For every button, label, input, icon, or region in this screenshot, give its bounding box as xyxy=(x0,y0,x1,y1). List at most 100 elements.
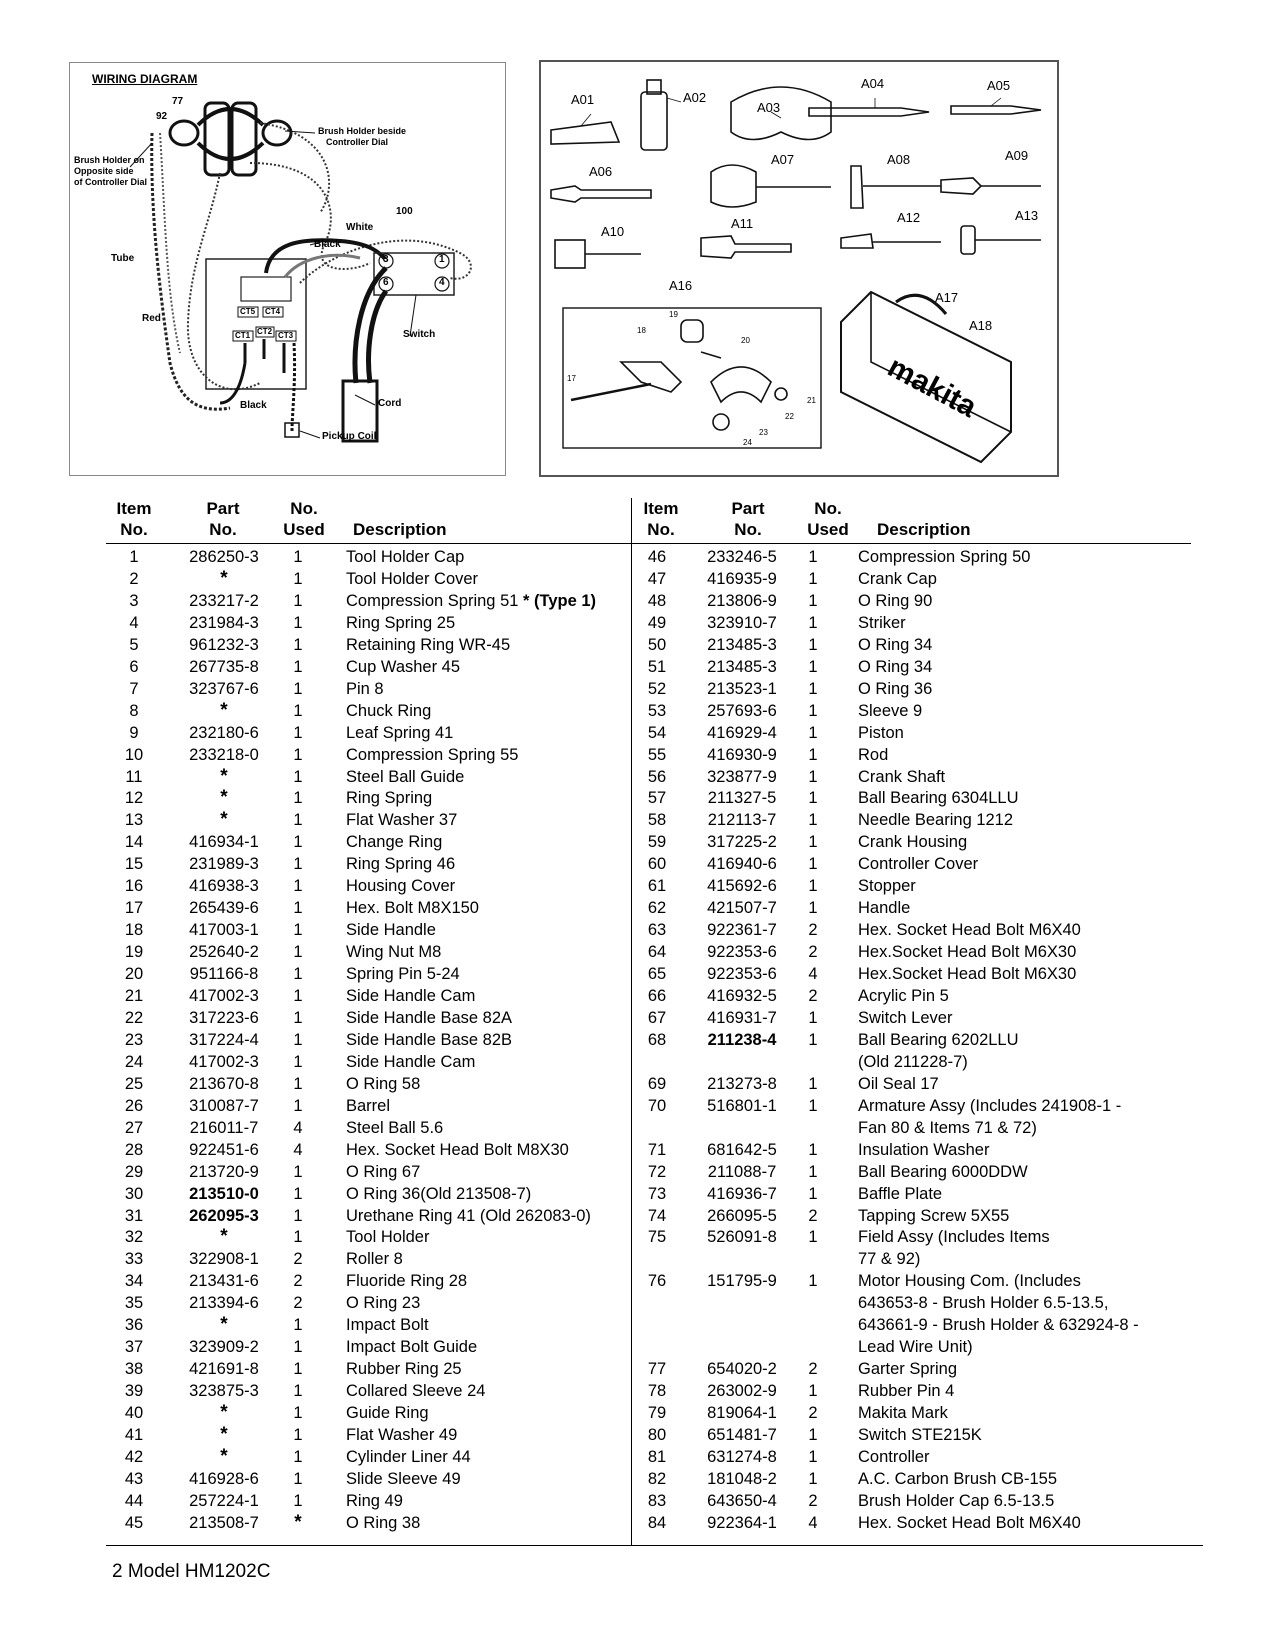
item-number: 42 xyxy=(124,1447,144,1466)
quantity-used: 1 xyxy=(808,1162,818,1181)
description: Roller 8 xyxy=(346,1250,403,1269)
description: Side Handle Cam xyxy=(346,987,476,1005)
part-number: 322908-1 xyxy=(189,1250,259,1269)
quantity-used: 1 xyxy=(293,1447,303,1466)
description: Guide Ring xyxy=(346,1404,429,1423)
part-number: 310087-7 xyxy=(189,1096,259,1115)
item-number: 8 xyxy=(129,701,139,720)
quantity-used: 1 xyxy=(293,987,303,1005)
description: O Ring 36 xyxy=(858,679,933,698)
description: Hex.Socket Head Bolt M6X30 xyxy=(858,943,1077,962)
label-A10: A10 xyxy=(601,224,625,239)
quantity-used: 1 xyxy=(808,548,818,566)
wiring-diagram: WIRING DIAGRAM 77 92 100 Brush Holder be… xyxy=(69,62,506,476)
description: Tool Holder xyxy=(346,1228,430,1247)
description: Side Handle Base 82A xyxy=(346,1008,513,1027)
part-number: * xyxy=(220,1402,228,1424)
item-number: 54 xyxy=(647,723,667,742)
part-number: 631274-8 xyxy=(707,1447,777,1466)
part-number: * xyxy=(220,567,228,589)
switch-terminal-3: 3 xyxy=(383,254,389,265)
item-number: 67 xyxy=(647,1008,667,1027)
label-92: 92 xyxy=(156,111,168,122)
item-number: 33 xyxy=(124,1250,144,1269)
item-number: 84 xyxy=(647,1513,667,1532)
description: Compression Spring 51 * (Type 1) xyxy=(346,591,597,610)
label-A13: A13 xyxy=(1015,208,1039,223)
quantity-used: 2 xyxy=(293,1294,303,1313)
part-number: 263002-9 xyxy=(707,1382,777,1401)
description: Cylinder Liner 44 xyxy=(346,1447,471,1466)
quantity-used: 1 xyxy=(293,855,303,874)
item-number: 44 xyxy=(124,1491,144,1510)
item-number: 65 xyxy=(647,965,667,984)
inset-num-19: 19 xyxy=(669,310,678,319)
description: Ring Spring 46 xyxy=(346,855,456,874)
header-used: No.Used xyxy=(283,499,325,539)
part-number: 417003-1 xyxy=(189,921,259,940)
description: 643661-9 - Brush Holder & 632924-8 - xyxy=(858,1316,1139,1335)
description: Insulation Washer xyxy=(858,1140,990,1159)
quantity-used: * xyxy=(294,1511,302,1533)
quantity-used: 1 xyxy=(808,1074,818,1093)
part-number: * xyxy=(220,1314,228,1336)
quantity-used: 1 xyxy=(293,1338,303,1357)
item-number: 15 xyxy=(124,855,144,874)
quantity-used: 1 xyxy=(808,1140,818,1159)
description: Ball Bearing 6304LLU xyxy=(858,789,1019,808)
part-number: 252640-2 xyxy=(189,943,259,962)
part-number: 516801-1 xyxy=(707,1096,777,1115)
description: Impact Bolt xyxy=(346,1316,429,1335)
part-number: 231989-3 xyxy=(189,855,259,874)
description: Spring Pin 5-24 xyxy=(346,965,460,984)
description: Rubber Ring 25 xyxy=(346,1360,462,1379)
quantity-used: 1 xyxy=(293,591,303,610)
part-number: 922361-7 xyxy=(707,921,777,940)
label-A07: A07 xyxy=(771,152,795,167)
header-used: No.Used xyxy=(807,499,849,539)
accessories-drawing: makita xyxy=(550,79,1042,464)
item-number: 16 xyxy=(124,877,144,896)
part-number: 416931-7 xyxy=(707,1008,777,1027)
part-number: 417002-3 xyxy=(189,1052,259,1071)
description: Impact Bolt Guide xyxy=(346,1338,478,1357)
wiring-drawing xyxy=(129,101,472,443)
item-number: 47 xyxy=(647,569,667,588)
description: O Ring 38 xyxy=(346,1513,421,1532)
description: O Ring 34 xyxy=(858,635,933,654)
part-number: 417002-3 xyxy=(189,987,259,1005)
description: Armature Assy (Includes 241908-1 - xyxy=(858,1096,1122,1115)
quantity-used: 2 xyxy=(293,1272,303,1291)
item-number: 21 xyxy=(124,987,144,1005)
description: Side Handle Base 82B xyxy=(346,1030,513,1049)
part-number: 212113-7 xyxy=(707,811,777,830)
part-number: 922364-1 xyxy=(707,1513,777,1532)
description: Side Handle Cam xyxy=(346,1052,476,1071)
quantity-used: 1 xyxy=(293,1030,303,1049)
label-100: 100 xyxy=(396,206,413,217)
description: Rod xyxy=(858,745,889,764)
part-number: 262095-3 xyxy=(189,1206,259,1225)
part-number: 323767-6 xyxy=(189,679,259,698)
description: Lead Wire Unit) xyxy=(858,1338,973,1357)
label-brush-beside-1: Brush Holder beside xyxy=(318,126,407,136)
part-number: 257224-1 xyxy=(189,1491,259,1510)
part-number: * xyxy=(220,787,228,809)
quantity-used: 1 xyxy=(808,855,818,874)
part-number: 643650-4 xyxy=(707,1491,777,1510)
description: Collared Sleeve 24 xyxy=(346,1382,486,1401)
quantity-used: 1 xyxy=(808,1184,818,1203)
label-black-1: Black xyxy=(314,239,341,250)
quantity-used: 1 xyxy=(808,811,818,830)
quantity-used: 1 xyxy=(808,745,818,764)
inset-num-22: 22 xyxy=(785,412,794,421)
header-description: Description xyxy=(353,520,447,539)
label-brush-opp-1: Brush Holder on xyxy=(74,155,145,165)
quantity-used: 4 xyxy=(293,1118,303,1137)
item-number: 79 xyxy=(647,1404,667,1423)
switch-terminal-4: 4 xyxy=(439,277,445,288)
description: Cup Washer 45 xyxy=(346,657,461,676)
item-number: 13 xyxy=(124,811,144,830)
item-number: 53 xyxy=(647,701,667,720)
item-number: 38 xyxy=(124,1360,144,1379)
